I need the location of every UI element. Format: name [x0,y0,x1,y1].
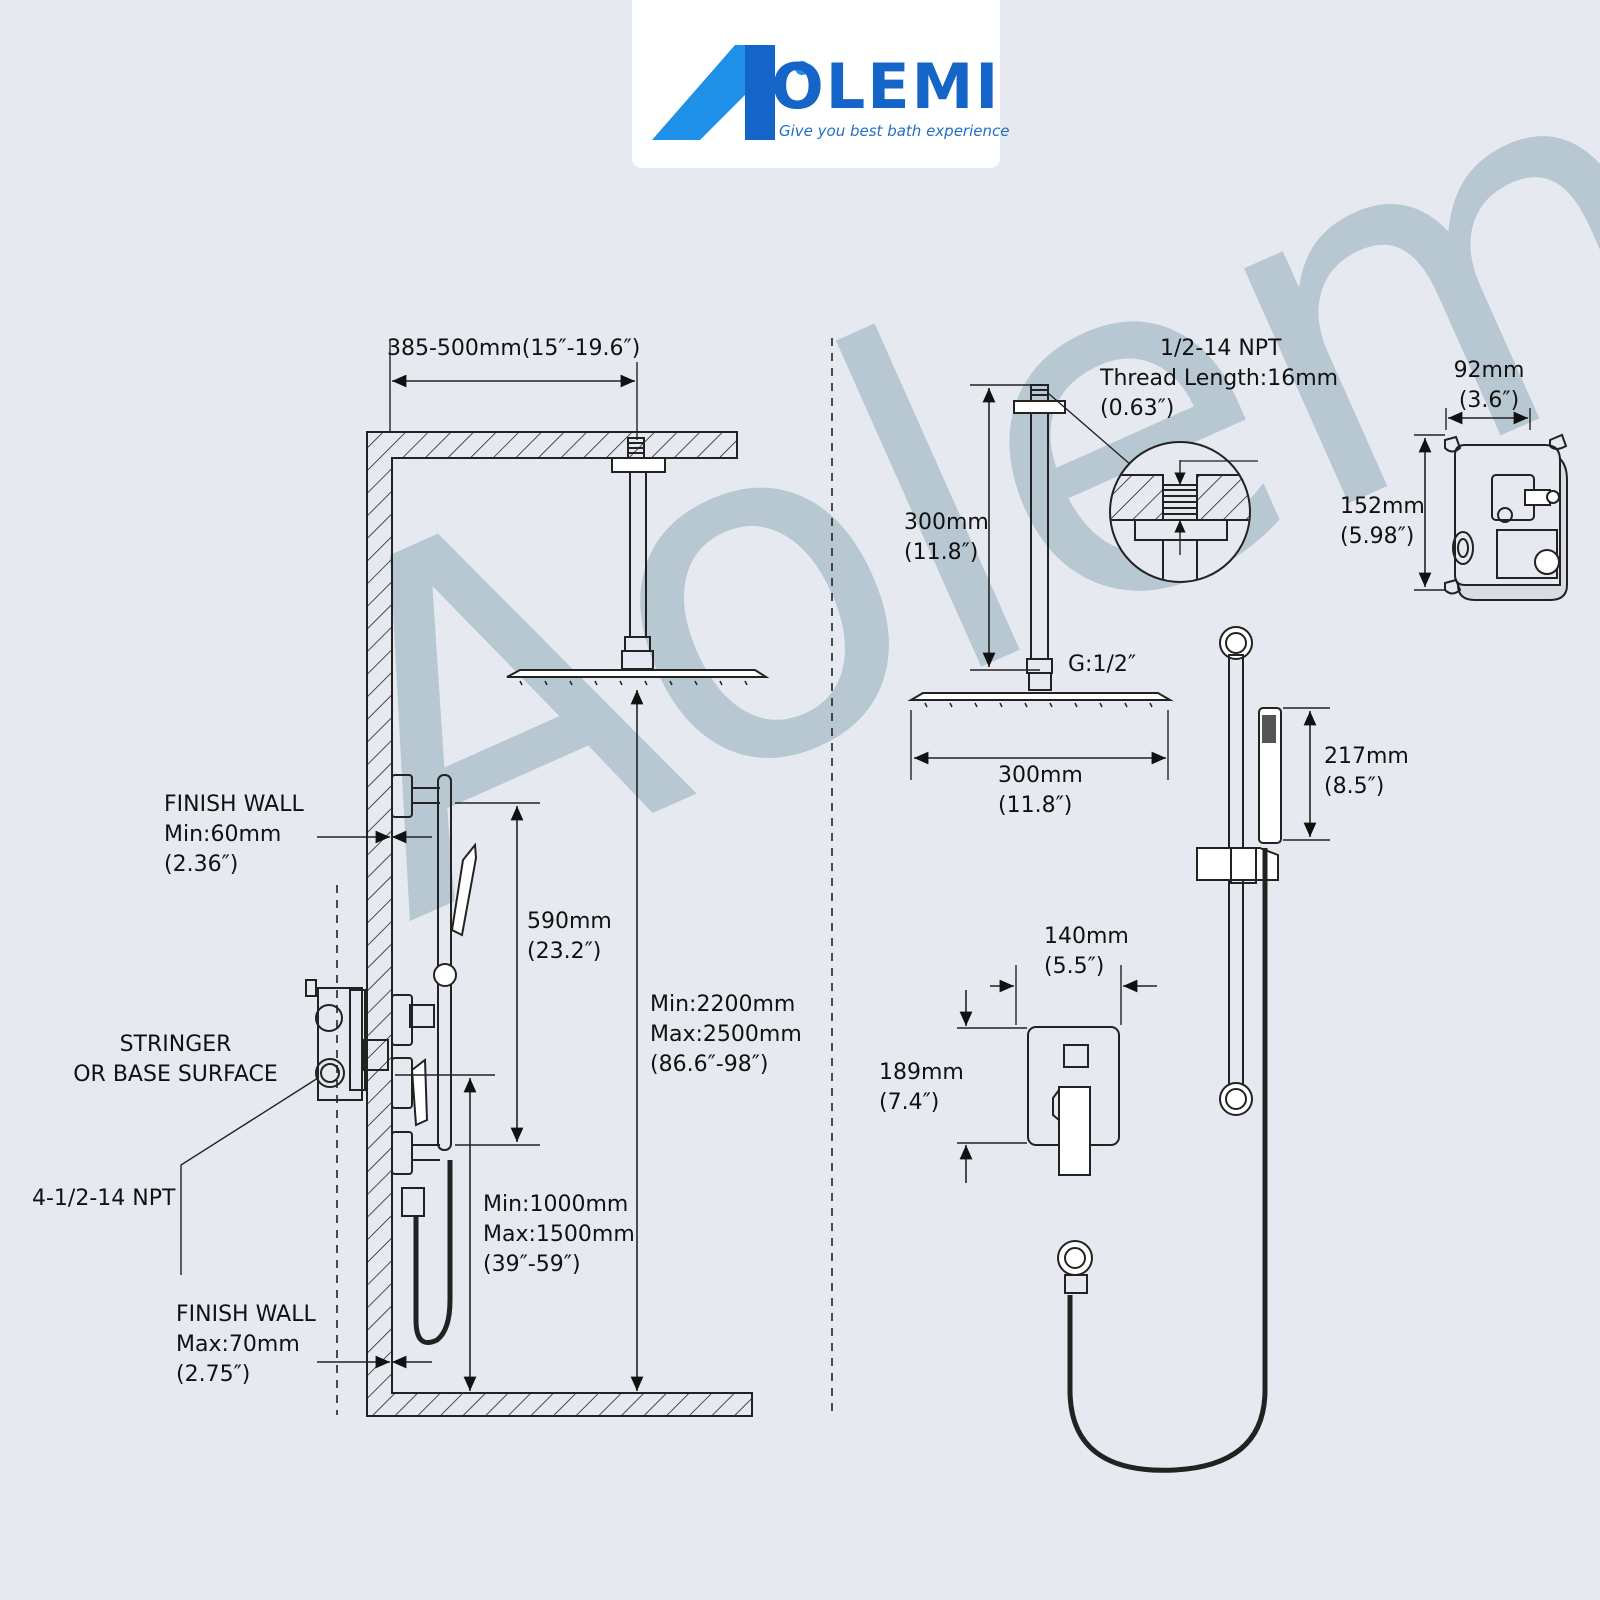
trim-width-label: 140mm (5.5″) [1044,922,1129,982]
arm-length-inch: (11.8″) [904,540,979,565]
valve-body-height-label: 152mm (5.98″) [1340,492,1425,552]
slide-bar-left [391,774,478,1175]
hose-left [401,1160,453,1345]
handshower-mm: 217mm [1324,744,1409,769]
slide-bar-right [1067,626,1282,1473]
finish-wall-min: Min:60mm [164,822,282,847]
finish-wall-max: Max:70mm [176,1332,300,1357]
ceiling-arm-right [907,384,1174,708]
finish-wall-max-inch: (2.75″) [176,1362,251,1387]
mixing-valve-body [305,979,435,1127]
thread-spec-label: 1/2-14 NPT Thread Length:16mm (0.63″) [1100,334,1338,424]
handshower-length-label: 217mm (8.5″) [1324,742,1409,802]
brand-name: OLEMI [771,50,1001,123]
npt-ports-label: 4-1/2-14 NPT [32,1186,176,1211]
stringer-line-2: OR BASE SURFACE [73,1062,278,1087]
trim-height-label: 189mm (7.4″) [879,1058,964,1118]
rain-shower-head [506,669,770,686]
trim-width-inch: (5.5″) [1044,954,1105,979]
finish-wall-min-inch: (2.36″) [164,852,239,877]
valve-width-inch: (3.6″) [1458,388,1520,413]
arm-length-mm: 300mm [904,510,989,535]
head-width-label: 300mm (11.8″) [998,761,1083,821]
stringer-label: STRINGER OR BASE SURFACE [68,1030,283,1090]
finish-wall-min-label: FINISH WALL Min:60mm (2.36″) [164,790,304,880]
trim-height-mm: 189mm [879,1060,964,1085]
head-height-min: Min:2200mm [650,992,796,1017]
handshower-inch: (8.5″) [1324,774,1385,799]
connection-label: G:1/2″ [1068,652,1137,677]
thread-npt: 1/2-14 NPT [1160,336,1282,361]
shower-head-height-label: Min:2200mm Max:2500mm (86.6″-98″) [650,990,802,1080]
head-width-mm: 300mm [998,763,1083,788]
finish-wall-title: FINISH WALL [164,792,304,817]
thread-detail [1047,392,1258,583]
head-height-max: Max:2500mm [650,1022,802,1047]
thread-length: Thread Length:16mm [1100,366,1339,391]
head-height-inch: (86.6″-98″) [650,1052,769,1077]
trim-plate [1027,1026,1120,1176]
arm-length-label: 300mm (11.8″) [904,508,989,568]
valve-height-body-inch: (5.98″) [1340,524,1415,549]
trim-width-mm: 140mm [1044,924,1129,949]
trim-height-inch: (7.4″) [879,1090,940,1115]
valve-height-max: Max:1500mm [483,1222,635,1247]
brand-tagline: Give you best bath experience [779,122,1010,140]
valve-height-inch: (39″-59″) [483,1252,581,1277]
valve-height-body-mm: 152mm [1340,494,1425,519]
valve-width-mm: 92mm [1453,358,1525,383]
slide-bar-inch: (23.2″) [527,939,602,964]
arm-reach-dimension: 385-500mm(15″-19.6″) [387,336,641,361]
wall-section [366,431,753,1417]
ceiling-arm [611,437,666,670]
valve-height-min: Min:1000mm [483,1192,629,1217]
stringer-line-1: STRINGER [119,1032,232,1057]
finish-wall-title-2: FINISH WALL [176,1302,316,1327]
valve-height-label: Min:1000mm Max:1500mm (39″-59″) [483,1190,635,1280]
head-width-inch: (11.8″) [998,793,1073,818]
slide-bar-mm: 590mm [527,909,612,934]
finish-wall-max-label: FINISH WALL Max:70mm (2.75″) [176,1300,316,1390]
wall-outlet [1057,1240,1093,1294]
slide-bar-span-label: 590mm (23.2″) [527,907,612,967]
thread-length-inch: (0.63″) [1100,396,1175,421]
rough-in-valve-body [1414,408,1568,601]
valve-body-width-label: 92mm (3.6″) [1444,356,1534,416]
